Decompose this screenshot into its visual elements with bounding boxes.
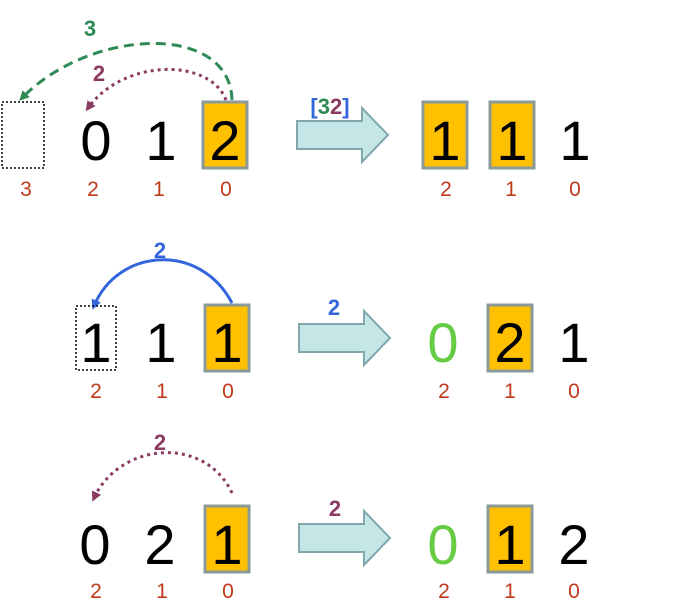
transform-label: [32] <box>310 94 349 119</box>
transform-label: 2 <box>328 295 340 320</box>
highlight-box <box>201 100 249 170</box>
carry-arrow-2 <box>85 68 228 112</box>
transform-arrow <box>298 508 392 568</box>
index-label: 1 <box>156 380 168 403</box>
highlight-box <box>203 504 251 574</box>
highlight-box <box>486 303 534 373</box>
index-label: 1 <box>504 580 516 603</box>
index-label: 1 <box>153 178 165 201</box>
transform-label: 2 <box>329 496 341 521</box>
carry-label-2: 2 <box>93 61 105 86</box>
digit: 1 <box>80 311 111 374</box>
index-label: 0 <box>568 580 580 603</box>
row-2: 2 1 1 1 2 1 0 2 0 2 1 2 1 0 <box>75 238 590 403</box>
highlight-box <box>488 100 536 170</box>
digit: 2 <box>558 513 589 576</box>
digit: 1 <box>496 109 527 172</box>
index-label: 2 <box>440 178 452 201</box>
index-label: 3 <box>20 178 32 201</box>
carry-label: 2 <box>154 238 166 263</box>
index-label: 0 <box>222 580 234 603</box>
index-label: 2 <box>90 380 102 403</box>
highlight-box <box>203 303 251 373</box>
carry-arrow <box>92 451 234 502</box>
index-label: 0 <box>569 178 581 201</box>
dotted-slot-box <box>75 305 117 371</box>
index-label: 0 <box>220 178 232 201</box>
digit: 1 <box>145 109 176 172</box>
empty-slot-box <box>1 101 45 169</box>
digit: 1 <box>211 513 242 576</box>
row-3: 2 0 2 1 2 1 0 2 0 1 2 2 1 0 <box>79 430 589 603</box>
carry-arrow <box>91 258 234 310</box>
highlight-box <box>486 504 534 574</box>
row-1: 3 2 0 1 2 3 2 1 0 [32] 1 1 1 2 1 0 <box>1 16 591 201</box>
digit: 2 <box>144 513 175 576</box>
index-label: 1 <box>505 178 517 201</box>
index-label: 0 <box>222 380 234 403</box>
digit: 0 <box>79 513 110 576</box>
digit: 1 <box>494 513 525 576</box>
digit: 1 <box>558 311 589 374</box>
index-label: 2 <box>438 380 450 403</box>
carry-label-3: 3 <box>84 16 96 41</box>
digit: 1 <box>559 109 590 172</box>
index-label: 2 <box>438 580 450 603</box>
index-label: 2 <box>90 580 102 603</box>
digit: 0 <box>80 109 111 172</box>
digit-new: 0 <box>427 513 458 576</box>
index-label: 1 <box>504 380 516 403</box>
index-label: 1 <box>156 580 168 603</box>
carry-label: 2 <box>154 430 166 455</box>
carry-arrow-3 <box>19 42 234 101</box>
digit: 2 <box>494 311 525 374</box>
index-label: 0 <box>568 380 580 403</box>
index-label: 2 <box>87 178 99 201</box>
digit-new: 0 <box>427 311 458 374</box>
digit: 2 <box>209 109 240 172</box>
digit: 1 <box>211 311 242 374</box>
digit: 1 <box>429 109 460 172</box>
digit: 1 <box>145 311 176 374</box>
transform-arrow <box>296 105 390 165</box>
transform-arrow <box>298 308 392 368</box>
highlight-box <box>421 100 469 170</box>
